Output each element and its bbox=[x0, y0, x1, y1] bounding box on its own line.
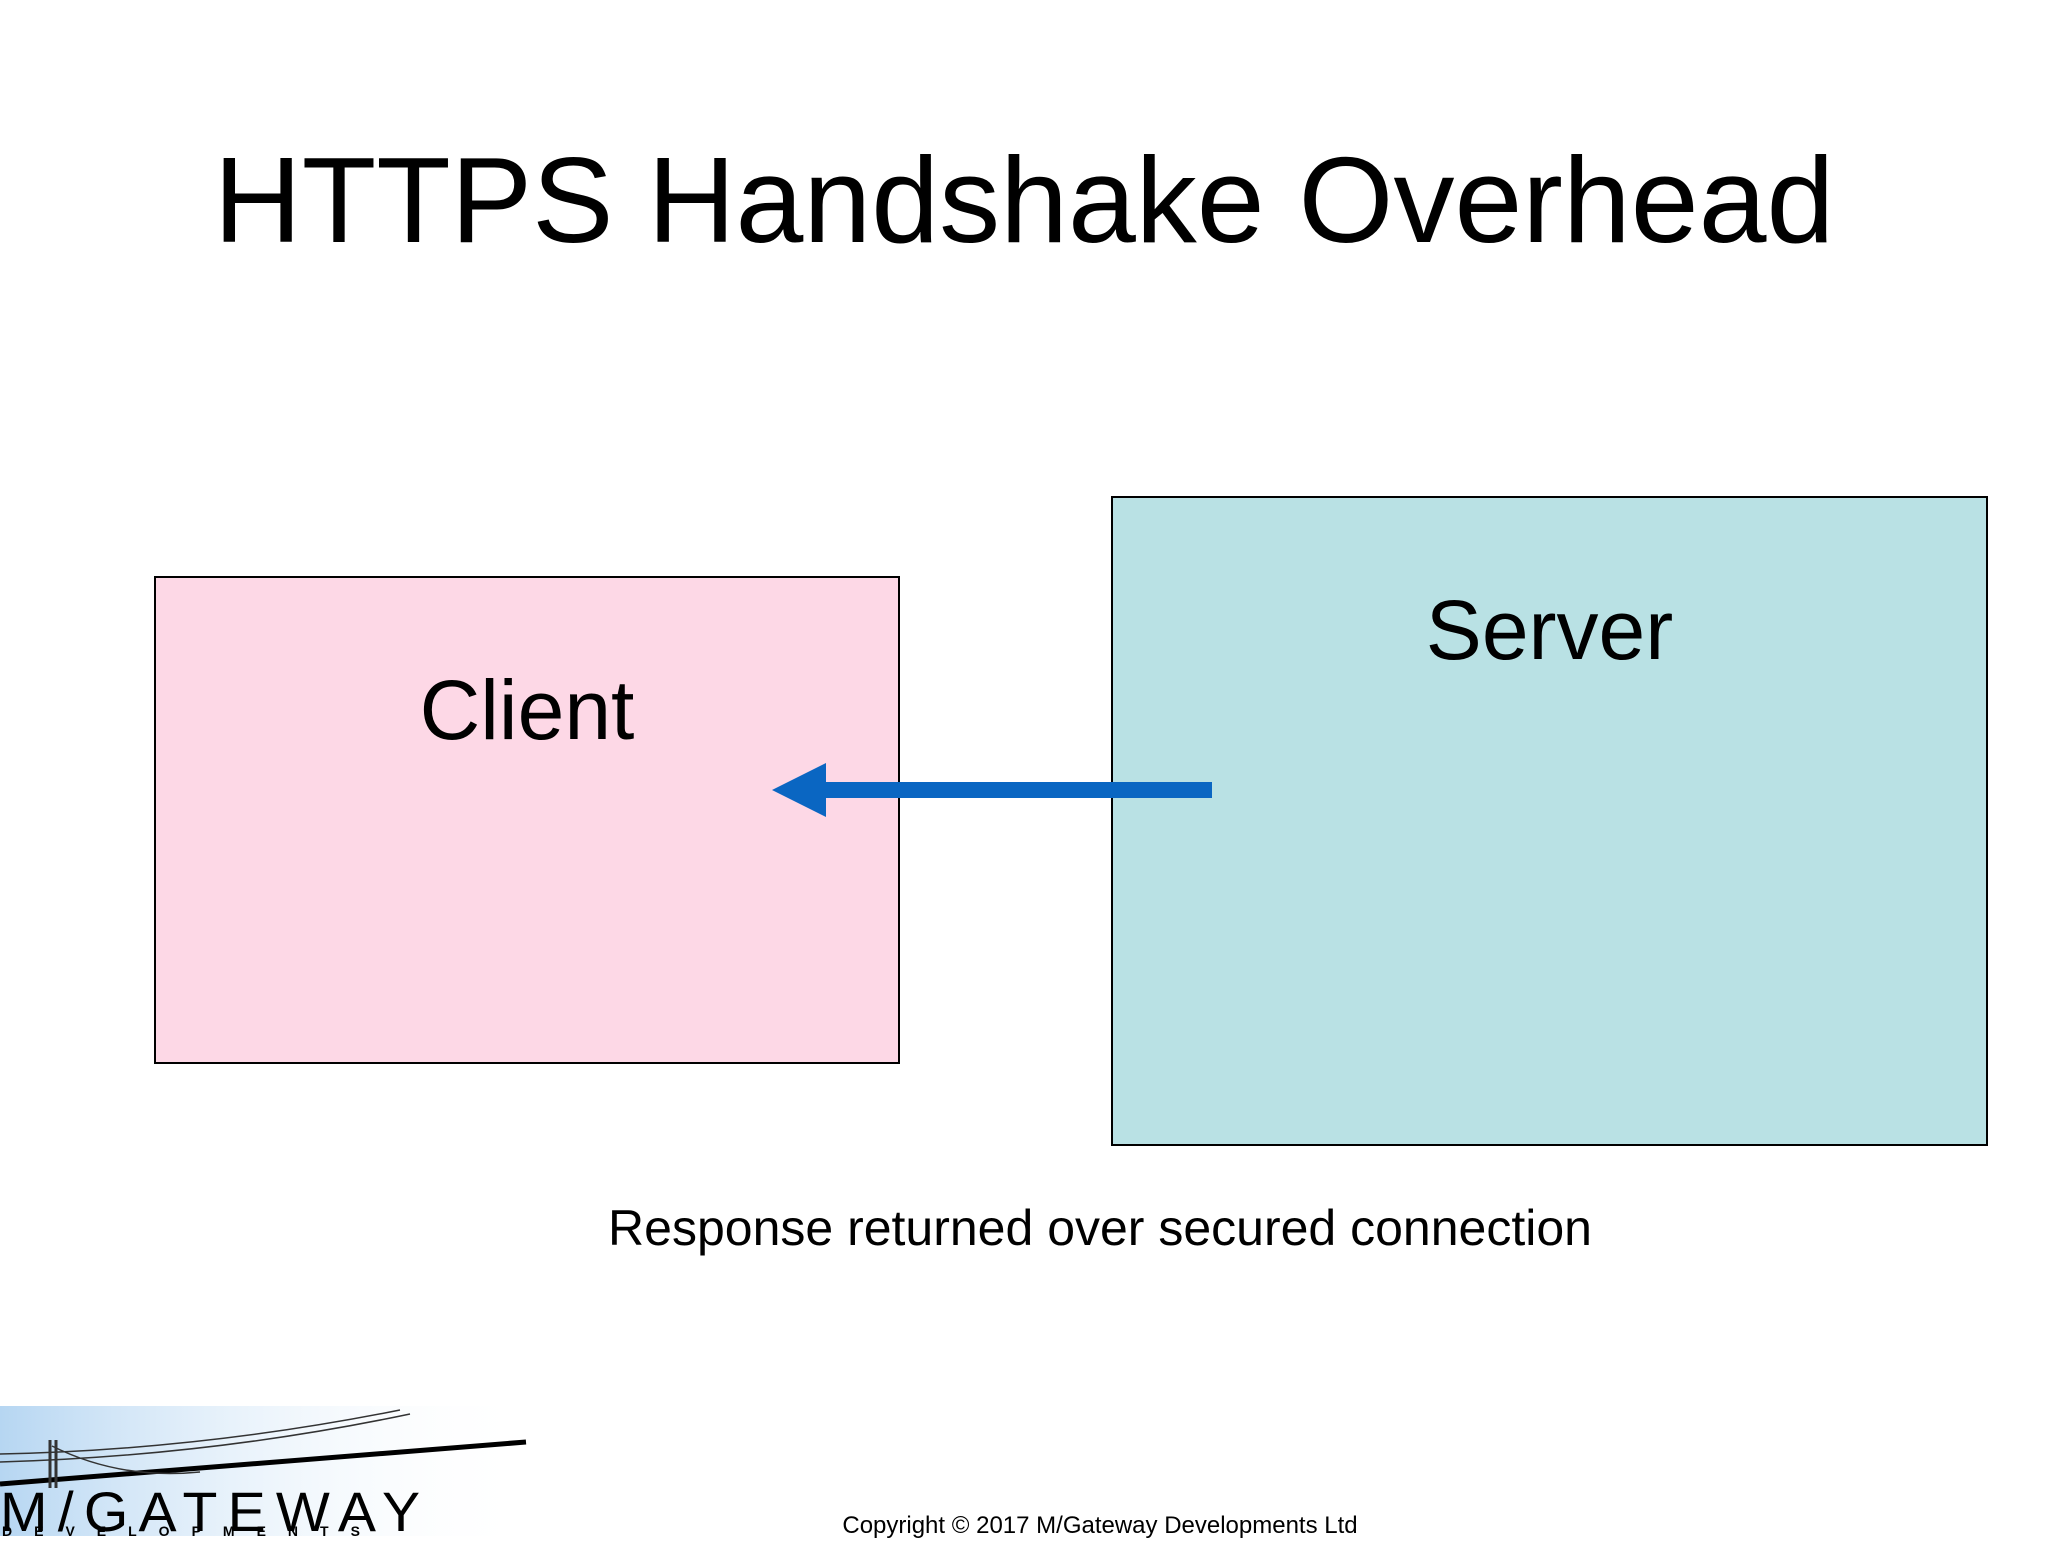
bridge-logo-icon bbox=[0, 1406, 530, 1536]
logo-wordmark: M/GATEWAY bbox=[0, 1480, 431, 1543]
server-box: Server bbox=[1111, 496, 1988, 1146]
client-label: Client bbox=[419, 663, 635, 757]
logo-subtitle: DEVELOPMENTS bbox=[2, 1523, 382, 1539]
client-box: Client bbox=[154, 576, 900, 1064]
copyright-footer: Copyright © 2017 M/Gateway Developments … bbox=[842, 1512, 1358, 1539]
caption: Response returned over secured connectio… bbox=[608, 1200, 1592, 1256]
slide-title: HTTPS Handshake Overhead bbox=[213, 132, 1835, 268]
server-label: Server bbox=[1425, 583, 1674, 677]
